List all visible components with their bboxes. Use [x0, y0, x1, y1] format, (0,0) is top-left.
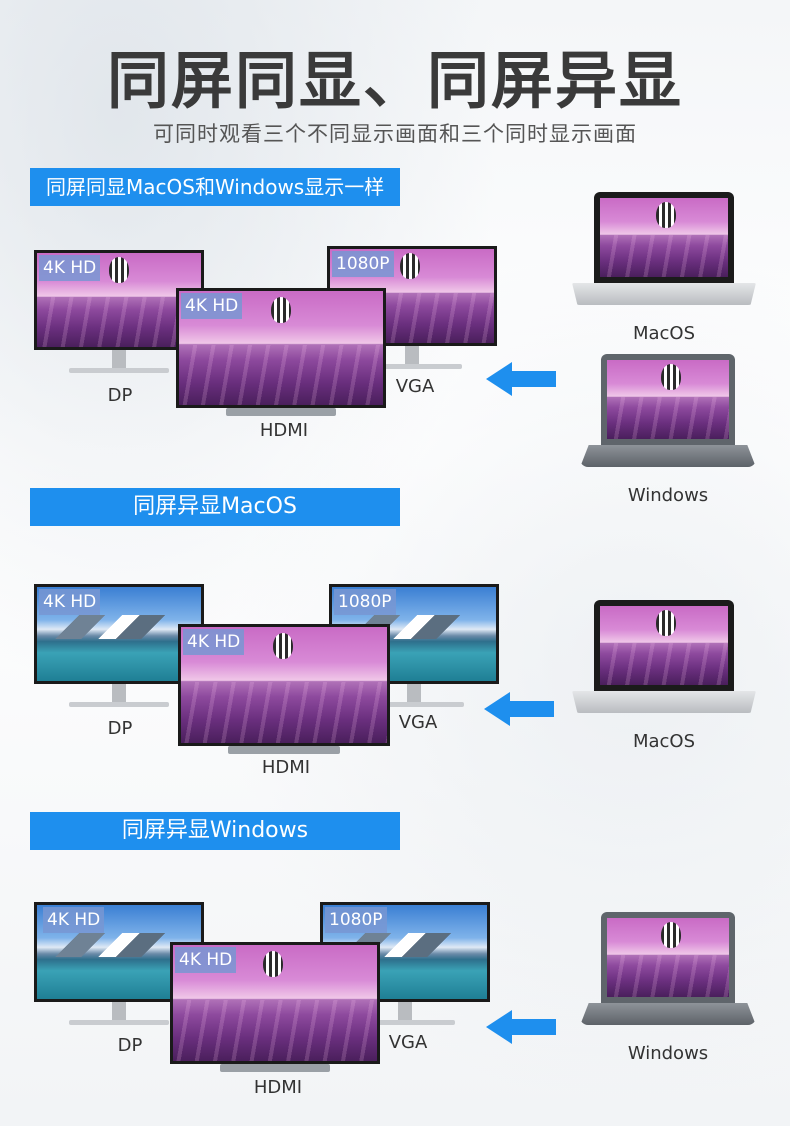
section-banner-mirror: 同屏同显MacOS和Windows显示一样	[30, 168, 400, 206]
balloon-icon	[263, 951, 283, 977]
resolution-label: 4K HD	[43, 907, 105, 933]
resolution-label: 1080P	[332, 251, 394, 277]
laptop-label: MacOS	[632, 323, 696, 344]
section-banner-extend-windows: 同屏异显Windows	[30, 812, 400, 850]
resolution-label: 1080P	[334, 589, 396, 615]
port-label-hdmi: HDMI	[253, 1077, 303, 1098]
resolution-label: 4K HD	[39, 255, 101, 281]
laptop-label: MacOS	[632, 731, 696, 752]
port-label-vga: VGA	[395, 376, 435, 397]
page-subtitle: 可同时观看三个不同显示画面和三个同时显示画面	[153, 122, 637, 146]
laptop-macos: MacOS	[572, 192, 756, 344]
laptop-windows: Windows	[580, 912, 756, 1064]
section-banner-extend-macos: 同屏异显MacOS	[30, 488, 400, 526]
resolution-label: 1080P	[325, 907, 387, 933]
balloon-icon	[400, 253, 420, 279]
resolution-label: 4K HD	[39, 589, 101, 615]
port-label-hdmi: HDMI	[259, 420, 309, 441]
monitor-vga: 1080P	[327, 246, 497, 376]
monitor-dp: 4K HD	[34, 584, 204, 714]
monitor-hdmi: 4K HD	[176, 288, 386, 418]
laptop-label: Windows	[627, 485, 709, 506]
left-arrow-icon	[486, 1010, 556, 1044]
balloon-icon	[273, 633, 293, 659]
port-label-dp: DP	[117, 1035, 143, 1056]
port-label-dp: DP	[107, 385, 133, 406]
left-arrow-icon	[486, 362, 556, 396]
resolution-label: 4K HD	[175, 947, 237, 973]
balloon-icon	[271, 297, 291, 323]
monitor-hdmi: 4K HD	[170, 942, 380, 1072]
port-label-vga: VGA	[388, 1032, 428, 1053]
left-arrow-icon	[484, 692, 554, 726]
port-label-vga: VGA	[398, 712, 438, 733]
port-label-hdmi: HDMI	[261, 757, 311, 778]
laptop-macos: MacOS	[572, 600, 756, 752]
monitor-hdmi: 4K HD	[178, 624, 390, 754]
laptop-label: Windows	[627, 1043, 709, 1064]
balloon-icon	[109, 257, 129, 283]
resolution-label: 4K HD	[181, 293, 243, 319]
monitor-dp: 4K HD	[34, 250, 204, 380]
port-label-dp: DP	[107, 718, 133, 739]
page-title: 同屏同显、同屏异显	[106, 44, 683, 117]
laptop-windows: Windows	[580, 354, 756, 506]
resolution-label: 4K HD	[183, 629, 245, 655]
